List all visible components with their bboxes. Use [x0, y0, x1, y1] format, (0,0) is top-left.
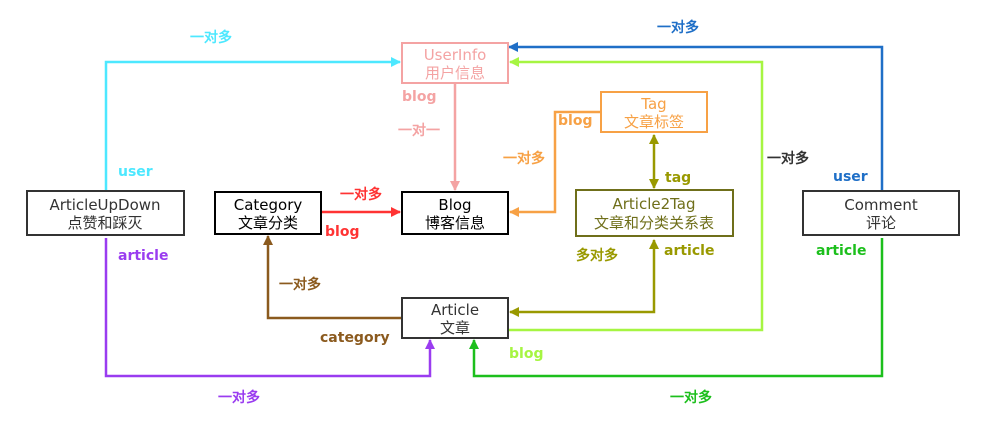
connector-comment-article [469, 238, 884, 378]
node-comment-subtitle: 评论 [866, 214, 896, 232]
label-comment-article: article [816, 243, 866, 259]
label-a2t-relation: 多对多 [576, 247, 618, 264]
label-a2t-article: article [664, 243, 714, 259]
label-article-blog: blog [509, 346, 543, 362]
label-tag-blog: blog [558, 113, 592, 129]
node-blog[interactable]: Blog 博客信息 [401, 191, 509, 235]
connector-updown-article [104, 238, 435, 378]
connector-article-article2tag [509, 239, 659, 317]
label-userinfo-blog: blog [402, 89, 436, 105]
label-cyan-relation: 一对多 [190, 29, 232, 46]
node-tag-title: Tag [640, 95, 666, 113]
label-article-category-relation: 一对多 [279, 276, 321, 293]
node-article-updown-subtitle: 点赞和踩灭 [67, 214, 142, 232]
node-article-updown-title: ArticleUpDown [49, 196, 160, 214]
node-blog-subtitle: 博客信息 [425, 214, 485, 232]
connector-updown-userinfo [104, 57, 401, 190]
node-comment-title: Comment [844, 196, 918, 214]
node-article-subtitle: 文章 [440, 319, 470, 337]
node-category[interactable]: Category 文章分类 [214, 191, 322, 235]
node-article-updown[interactable]: ArticleUpDown 点赞和踩灭 [26, 190, 185, 236]
node-userinfo[interactable]: UserInfo 用户信息 [401, 42, 509, 84]
label-orange-relation: 一对多 [503, 150, 545, 167]
connector-article-category [263, 235, 402, 320]
node-article[interactable]: Article 文章 [401, 297, 509, 339]
node-article-title: Article [431, 301, 479, 319]
label-updown-user: user [118, 164, 153, 180]
node-comment[interactable]: Comment 评论 [802, 190, 960, 236]
label-category-relation: 一对多 [340, 186, 382, 203]
label-blue-relation: 一对多 [657, 19, 699, 36]
connector-article-userinfo [508, 57, 764, 332]
node-article2tag[interactable]: Article2Tag 文章和分类关系表 [575, 189, 734, 237]
node-blog-title: Blog [438, 196, 471, 214]
connector-tag-blog [509, 110, 601, 217]
node-userinfo-title: UserInfo [424, 46, 487, 64]
label-lime-relation: 一对多 [767, 150, 809, 167]
node-tag-subtitle: 文章标签 [624, 113, 684, 131]
label-updown-article: article [118, 248, 168, 264]
label-green-relation: 一对多 [670, 389, 712, 406]
label-comment-user: user [833, 169, 868, 185]
label-pink-relation: 一对一 [398, 122, 440, 139]
node-category-title: Category [234, 196, 303, 214]
node-article2tag-subtitle: 文章和分类关系表 [594, 214, 714, 232]
label-article-category: category [320, 330, 390, 346]
label-purple-relation: 一对多 [218, 389, 260, 406]
node-article2tag-title: Article2Tag [612, 195, 695, 213]
node-userinfo-subtitle: 用户信息 [425, 64, 485, 82]
node-tag[interactable]: Tag 文章标签 [600, 91, 708, 133]
node-category-subtitle: 文章分类 [238, 214, 298, 232]
connector-comment-userinfo [508, 42, 884, 190]
label-a2t-tag: tag [665, 170, 691, 186]
label-category-blog: blog [325, 224, 359, 240]
